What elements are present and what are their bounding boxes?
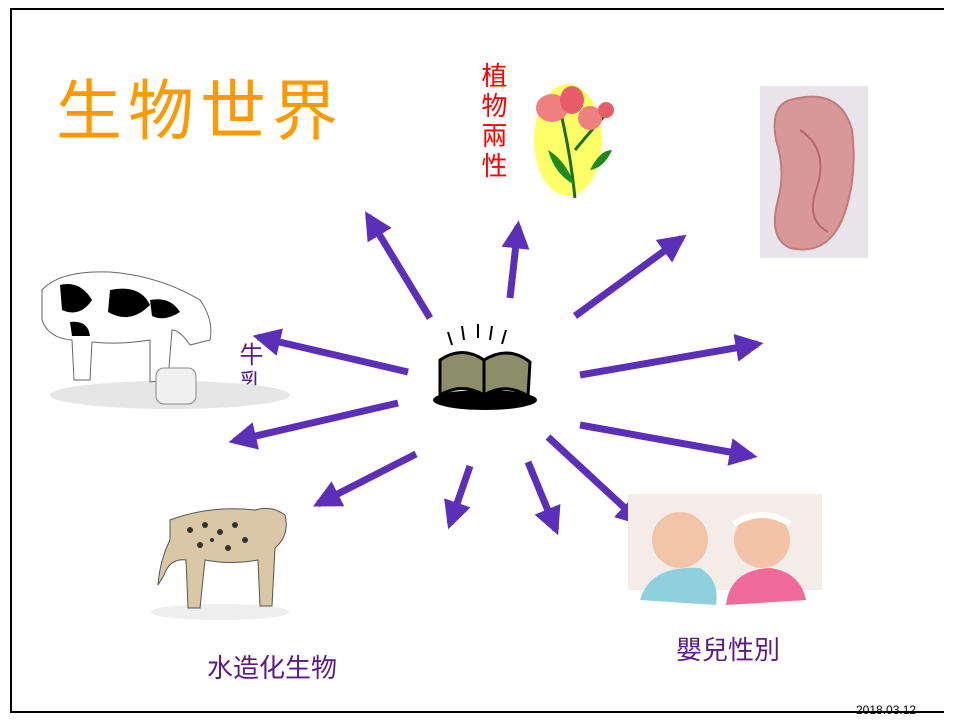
open-book-icon (433, 324, 537, 410)
arrow (313, 450, 418, 508)
plant-label: 植物兩性 (477, 62, 507, 182)
arrow (579, 334, 764, 379)
arrow (365, 211, 433, 320)
arrow (252, 328, 409, 376)
arrow (545, 434, 645, 526)
clone-label: 水造化生物 (207, 654, 338, 684)
footer-date: 2018.03.12 (856, 703, 917, 717)
babies-photo (628, 494, 822, 620)
cheetah-image (150, 507, 290, 620)
arrow (524, 460, 561, 536)
arrow (228, 399, 399, 450)
arrow (501, 220, 530, 299)
cow-image (41, 271, 290, 409)
pink-bean-image (760, 86, 868, 258)
slide-title: 生物世界 (56, 73, 344, 150)
arrow (444, 464, 474, 530)
arrow-group (228, 211, 764, 536)
baby-label: 嬰兒性別 (676, 636, 781, 666)
tulip-flower-image (534, 84, 614, 199)
arrow (579, 421, 758, 466)
arrow (572, 234, 687, 319)
